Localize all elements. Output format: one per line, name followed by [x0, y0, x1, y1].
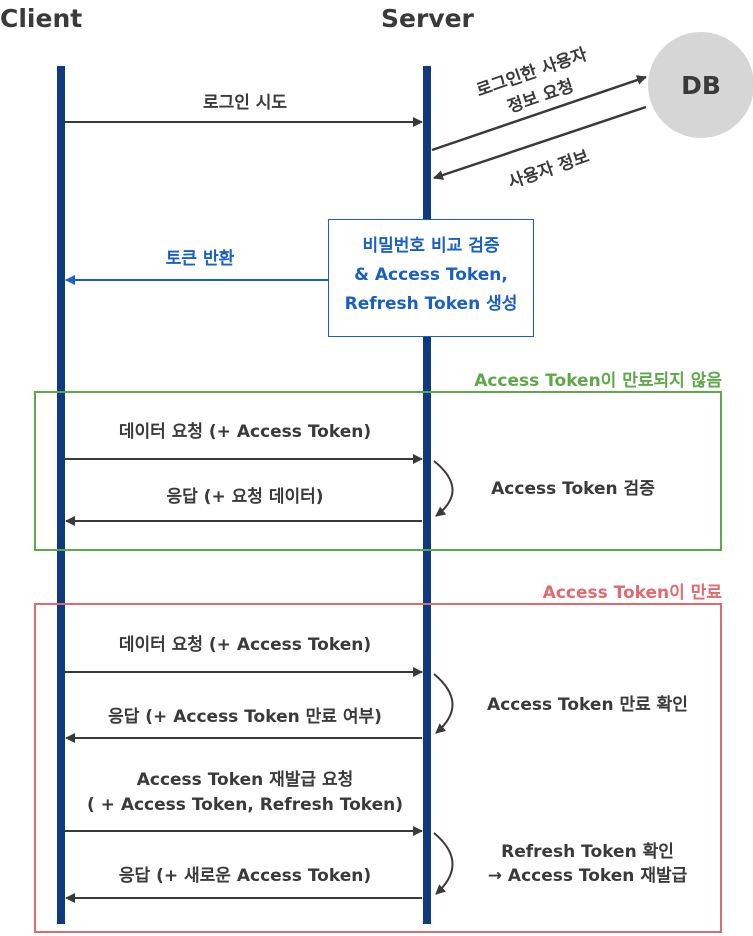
valid-section-title: Access Token이 만료되지 않음 [474, 371, 722, 391]
verify-box: 비밀번호 비교 검증 & Access Token, Refresh Token… [328, 219, 534, 337]
valid-self-arrow [433, 460, 454, 517]
valid-token-frame [34, 391, 722, 551]
expired-self-arrow [433, 673, 454, 734]
expired-token-frame [34, 603, 722, 933]
verify-box-line-1: 비밀번호 비교 검증 [362, 236, 500, 256]
valid-note: Access Token 검증 [491, 479, 655, 499]
db-node: DB [648, 32, 753, 138]
expired-note: Access Token 만료 확인 [487, 695, 688, 715]
reissue-note-2: → Access Token 재발급 [487, 866, 688, 886]
db-response-arrow [433, 105, 647, 180]
expired-request-label: 데이터 요청 (+ Access Token) [118, 635, 372, 655]
client-heading: Client [0, 4, 83, 33]
reissue-self-arrow [433, 832, 454, 895]
expired-response-label: 응답 (+ Access Token 만료 여부) [108, 707, 382, 727]
login-label: 로그인 시도 [202, 93, 288, 113]
valid-response-label: 응답 (+ 요청 데이터) [166, 487, 324, 507]
verify-box-line-3: Refresh Token 생성 [344, 294, 518, 314]
server-heading: Server [381, 4, 474, 33]
server-lifeline [423, 66, 431, 924]
reissue-request-label-1: Access Token 재발급 요청 [136, 770, 354, 790]
expired-section-title: Access Token이 만료 [542, 583, 722, 603]
valid-request-label: 데이터 요청 (+ Access Token) [118, 422, 372, 442]
token-return-label: 토큰 반환 [165, 249, 235, 269]
reissue-request-label-2: ( + Access Token, Refresh Token) [86, 795, 404, 815]
db-request-arrow [431, 75, 647, 152]
reissue-response-label: 응답 (+ 새로운 Access Token) [118, 866, 372, 886]
client-lifeline [57, 66, 65, 924]
verify-box-line-2: & Access Token, [354, 265, 508, 285]
reissue-note-1: Refresh Token 확인 [501, 842, 674, 862]
